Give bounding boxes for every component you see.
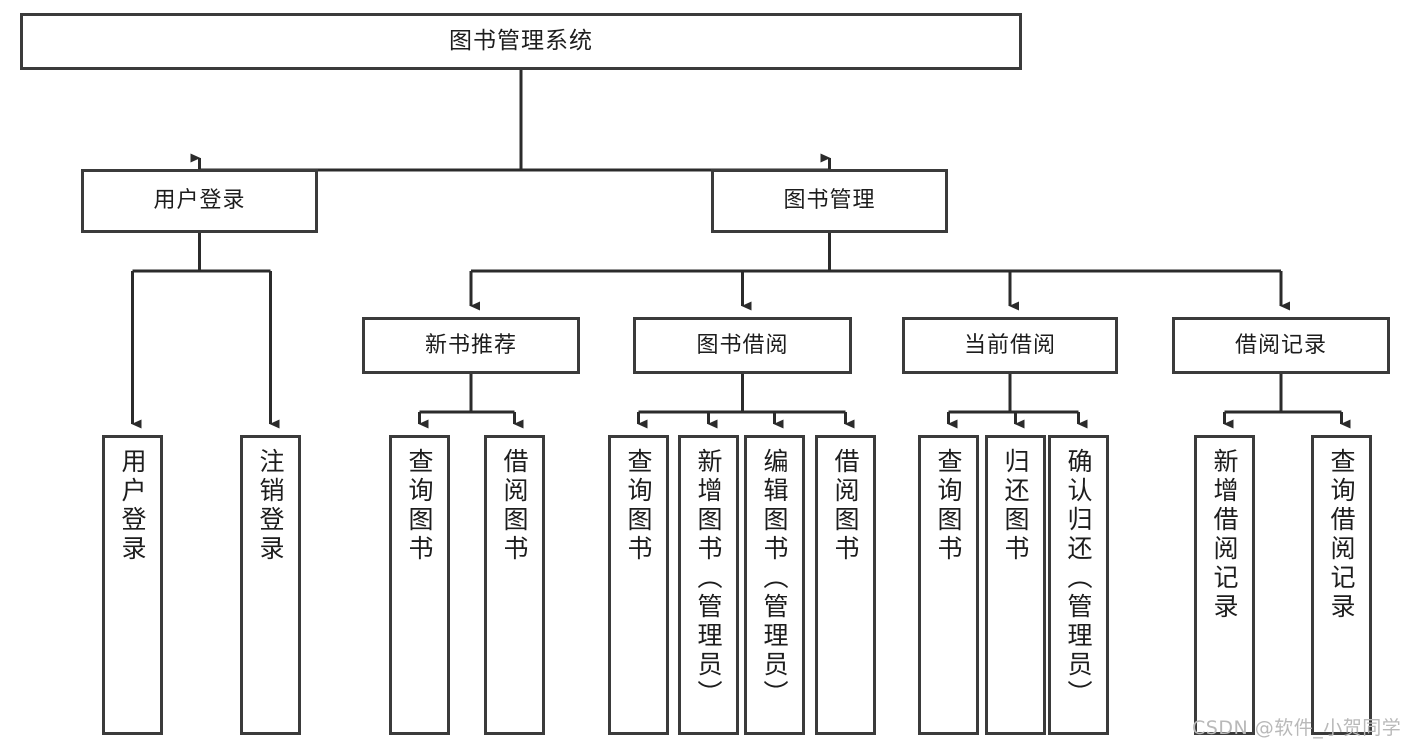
node-current-borrow[interactable]: 当前借阅 <box>902 317 1118 374</box>
node-label: 查询图书 <box>405 448 434 564</box>
node-label: 新增借阅记录 <box>1210 448 1239 622</box>
node-label: 查询图书 <box>624 448 653 564</box>
node-leaf-borrow-book-2[interactable]: 借阅图书 <box>815 435 876 735</box>
node-leaf-add-record[interactable]: 新增借阅记录 <box>1194 435 1255 735</box>
node-label: 图书管理 <box>783 188 876 214</box>
node-root[interactable]: 图书管理系统 <box>20 13 1022 70</box>
node-leaf-borrow-book-1[interactable]: 借阅图书 <box>484 435 545 735</box>
node-leaf-add-book[interactable]: 新增图书（管理员） <box>678 435 739 735</box>
node-book-manage[interactable]: 图书管理 <box>711 169 948 233</box>
node-label: 确认归还（管理员） <box>1064 448 1093 709</box>
node-label: 用户登录 <box>153 188 246 214</box>
node-label: 借阅图书 <box>500 448 529 564</box>
node-label: 图书借阅 <box>696 332 789 358</box>
node-label: 注销登录 <box>256 448 285 564</box>
node-label: 归还图书 <box>1001 448 1030 564</box>
node-label: 借阅记录 <box>1234 332 1327 358</box>
node-new-book-rec[interactable]: 新书推荐 <box>362 317 580 374</box>
node-leaf-confirm-return[interactable]: 确认归还（管理员） <box>1048 435 1109 735</box>
node-label: 用户登录 <box>118 448 147 564</box>
node-leaf-return-book[interactable]: 归还图书 <box>985 435 1046 735</box>
node-leaf-user-login[interactable]: 用户登录 <box>102 435 163 735</box>
csdn-watermark: CSDN @软件_小贺同学 <box>1192 717 1402 739</box>
node-leaf-query-book-3[interactable]: 查询图书 <box>918 435 979 735</box>
node-label: 编辑图书（管理员） <box>760 448 789 709</box>
node-user-login[interactable]: 用户登录 <box>81 169 318 233</box>
node-leaf-query-book-1[interactable]: 查询图书 <box>389 435 450 735</box>
node-book-borrow[interactable]: 图书借阅 <box>633 317 852 374</box>
node-label: 当前借阅 <box>963 332 1056 358</box>
node-label: 查询借阅记录 <box>1327 448 1356 622</box>
node-label: 图书管理系统 <box>449 27 593 54</box>
node-label: 新书推荐 <box>424 332 517 358</box>
node-label: 借阅图书 <box>831 448 860 564</box>
node-leaf-user-logout[interactable]: 注销登录 <box>240 435 301 735</box>
node-label: 新增图书（管理员） <box>694 448 723 709</box>
node-borrow-record[interactable]: 借阅记录 <box>1172 317 1390 374</box>
node-label: 查询图书 <box>934 448 963 564</box>
node-leaf-query-record[interactable]: 查询借阅记录 <box>1311 435 1372 735</box>
node-leaf-query-book-2[interactable]: 查询图书 <box>608 435 669 735</box>
node-leaf-edit-book[interactable]: 编辑图书（管理员） <box>744 435 805 735</box>
